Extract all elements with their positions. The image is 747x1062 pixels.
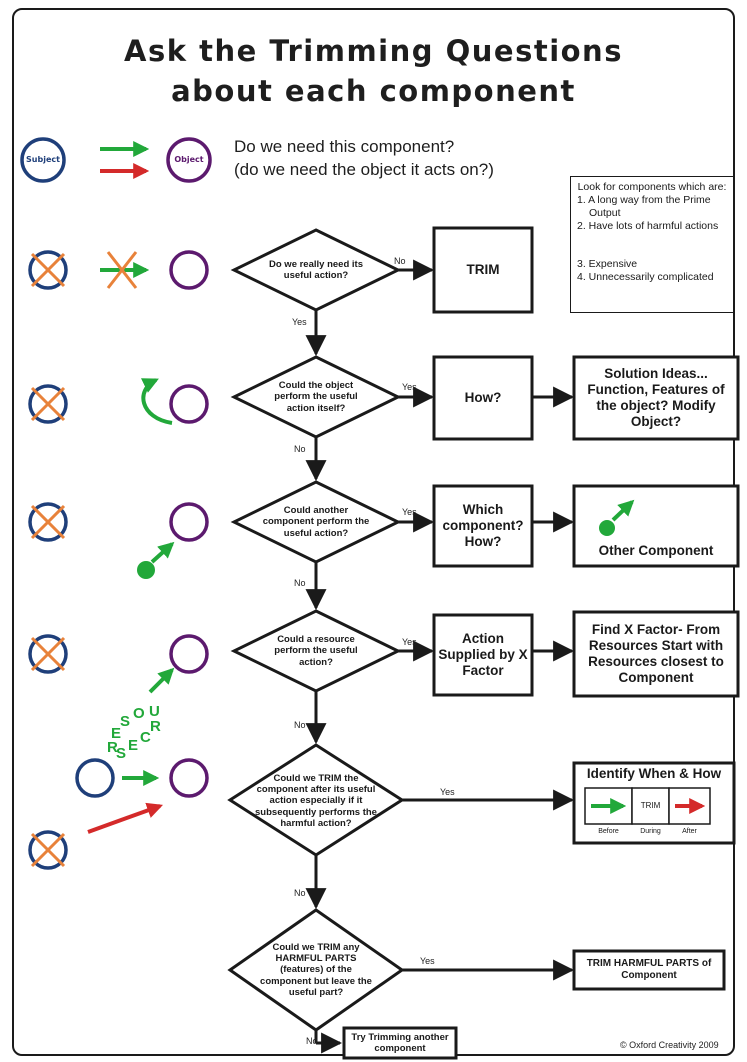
timeline-during-label: During <box>640 827 661 835</box>
crossed-subject-icon <box>28 634 68 674</box>
crossed-subject-icon <box>28 384 68 424</box>
decision-3-text: Could another component perform the usef… <box>262 504 370 539</box>
object-icon <box>169 250 209 290</box>
title-line-1: Ask the Trimming Questions <box>124 34 623 68</box>
decision-2-text: Could the object perform the useful acti… <box>274 379 358 414</box>
resources-word: R E S O U R C E S <box>107 703 161 762</box>
note-box: Look for components which are: 1. A long… <box>570 176 734 313</box>
object-icon <box>169 384 209 424</box>
svg-text:S: S <box>116 745 126 762</box>
decision-5-yes: Yes <box>440 787 455 797</box>
decision-3-no: No <box>294 578 306 588</box>
decision-6-no: No <box>306 1036 318 1046</box>
action-x-factor-box <box>432 613 534 697</box>
decision-6-text: Could we TRIM any HARMFUL PARTS (feature… <box>260 941 372 999</box>
note-illustration-space <box>577 234 727 258</box>
trim-harmful-box <box>572 949 726 991</box>
decision-4-no: No <box>294 720 306 730</box>
decision-5-text: Could we TRIM the component after its us… <box>255 772 377 830</box>
identify-label: Identify When & How <box>586 765 722 781</box>
object-icon <box>169 502 209 542</box>
timeline-trim-label: TRIM <box>640 801 661 811</box>
decision-3-yes: Yes <box>402 507 417 517</box>
decision-4-text: Could a resource perform the useful acti… <box>274 633 358 668</box>
how-box <box>432 355 534 441</box>
crossed-subject-icon <box>28 502 68 542</box>
which-component-label: Which component? How? <box>442 501 524 550</box>
object-label: Object <box>174 155 204 165</box>
object-icon <box>169 634 209 674</box>
other-component-icon <box>599 520 615 536</box>
top-question-line-2: (do we need the object it acts on?) <box>234 160 494 179</box>
harmful-arrow <box>87 802 164 834</box>
object-icon <box>169 758 209 798</box>
svg-text:S: S <box>120 713 130 730</box>
note-item-1: 1. A long way from the Prime Output <box>577 194 711 220</box>
decision-1-yes: Yes <box>292 317 307 327</box>
subject-icon <box>75 758 115 798</box>
copyright-footer: © Oxford Creativity 2009 <box>620 1040 719 1050</box>
svg-text:R: R <box>150 718 161 735</box>
solution-ideas-label: Solution Ideas... Function, Features of … <box>587 365 725 430</box>
subject-label: Subject <box>26 155 60 165</box>
action-x-factor-label: Action Supplied by X Factor <box>438 630 528 679</box>
timeline-after-label: After <box>682 827 697 835</box>
decision-6-yes: Yes <box>420 956 435 966</box>
decision-1-no: No <box>394 256 406 266</box>
svg-text:C: C <box>140 729 151 746</box>
svg-text:O: O <box>133 705 145 722</box>
object-circle <box>166 137 212 183</box>
trim-box <box>432 226 534 314</box>
decision-4-yes: Yes <box>402 637 417 647</box>
svg-text:E: E <box>111 725 121 742</box>
decision-5-no: No <box>294 888 306 898</box>
trim-label: TRIM <box>466 261 500 277</box>
decision-2-yes: Yes <box>402 382 417 392</box>
try-trimming-label: Try Trimming another component <box>351 1031 449 1054</box>
decision-2-no: No <box>294 444 306 454</box>
solution-ideas-box <box>572 355 740 441</box>
other-component-label: Other Component <box>598 542 714 558</box>
note-item-2: 2. Have lots of harmful actions <box>577 220 719 233</box>
svg-text:R: R <box>107 739 118 756</box>
resource-arrow <box>148 667 175 694</box>
self-action-icon <box>141 378 173 425</box>
find-x-factor-box <box>572 610 740 698</box>
title-line-2: about each component <box>171 74 576 108</box>
subject-circle <box>20 137 66 183</box>
top-question-line-1: Do we need this component? <box>234 137 455 156</box>
try-trimming-box <box>342 1026 458 1060</box>
svg-text:U: U <box>149 703 160 720</box>
other-component-dot <box>137 561 155 579</box>
note-heading: Look for components which are: <box>577 181 727 193</box>
note-item-3: 3. Expensive <box>577 257 638 270</box>
trim-harmful-label: TRIM HARMFUL PARTS of Component <box>586 958 712 981</box>
decision-1-text: Do we really need its useful action? <box>269 258 363 281</box>
crossed-subject-icon <box>28 830 68 870</box>
svg-text:E: E <box>128 737 138 754</box>
find-x-factor-label: Find X Factor- From Resources Start with… <box>588 621 724 686</box>
crossed-subject-icon <box>28 250 68 290</box>
note-item-4: 4. Unnecessarily complicated <box>577 270 714 283</box>
how-label: How? <box>464 389 502 405</box>
timeline-before-label: Before <box>598 827 619 835</box>
which-component-box <box>432 484 534 568</box>
